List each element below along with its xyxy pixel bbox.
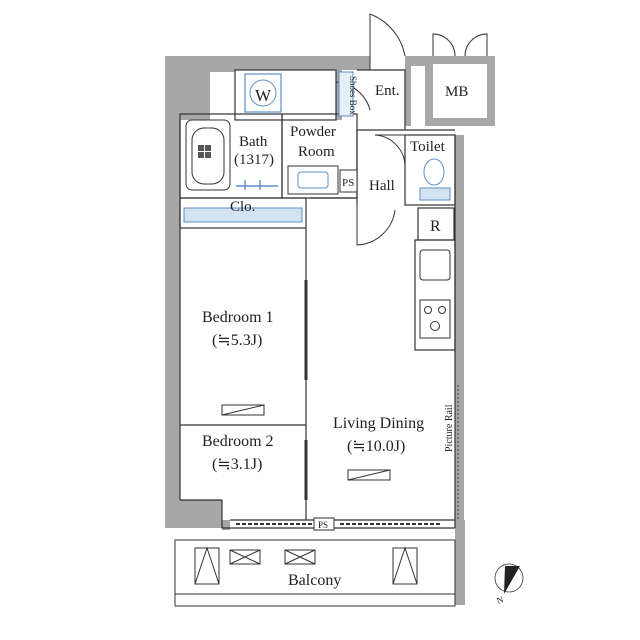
ps-bottom-label: PS xyxy=(318,520,328,530)
walls xyxy=(165,56,495,605)
room-labels: Ent. MB Shoes Box W Bath (1317) Powder R… xyxy=(202,76,505,606)
closet-shelf xyxy=(183,207,303,223)
bath-label: Bath xyxy=(239,134,268,150)
hall-label: Hall xyxy=(369,178,395,194)
compass-n-label: N xyxy=(495,594,505,606)
ps-shaft-bottom xyxy=(313,517,335,531)
bathtub-icon xyxy=(185,119,231,191)
ps-shaft-top xyxy=(339,169,358,193)
toilet-label: Toilet xyxy=(410,139,446,155)
hall-door xyxy=(356,205,396,246)
living-size-label: (≒10.0J) xyxy=(347,438,405,455)
mb-doors xyxy=(432,33,488,57)
bedroom1-size-label: (≒5.3J) xyxy=(212,332,262,349)
washer-label: W xyxy=(255,86,272,105)
doors xyxy=(236,13,488,525)
bedroom2-label: Bedroom 2 xyxy=(202,433,274,450)
entrance-door xyxy=(369,13,406,70)
shoes-box-label: Shoes Box xyxy=(348,76,358,115)
air-conditioner-icon xyxy=(347,469,391,481)
stove-icon xyxy=(419,299,451,339)
mb-label: MB xyxy=(445,84,468,100)
toilet-icon xyxy=(419,158,451,201)
picture-rail-label: Picture Rail xyxy=(444,404,455,452)
outdoor-unit-icon xyxy=(194,546,418,585)
bedroom2-size-label: (≒3.1J) xyxy=(212,456,262,473)
powder-label-1: Powder xyxy=(290,124,336,140)
ps-top-label: PS xyxy=(342,177,354,189)
ent-label: Ent. xyxy=(375,83,400,99)
clo-label: Clo. xyxy=(230,199,255,215)
powder-door xyxy=(335,81,371,120)
sink-icon xyxy=(287,165,339,195)
balcony-area xyxy=(174,539,456,607)
kitchen-sink-icon xyxy=(419,249,451,281)
washer-icon xyxy=(244,73,282,113)
powder-label-2: Room xyxy=(298,144,335,160)
refrigerator-label: R xyxy=(430,218,441,235)
north-compass-icon xyxy=(494,563,524,594)
shower-faucet-icon xyxy=(236,180,278,190)
balcony-label: Balcony xyxy=(288,572,341,589)
bath-size-label: (1317) xyxy=(234,152,274,168)
bedroom1-label: Bedroom 1 xyxy=(202,309,274,326)
air-conditioner-icon xyxy=(221,404,265,416)
toilet-door xyxy=(374,134,406,166)
living-label: Living Dining xyxy=(333,415,424,432)
shoes-box xyxy=(338,71,354,117)
